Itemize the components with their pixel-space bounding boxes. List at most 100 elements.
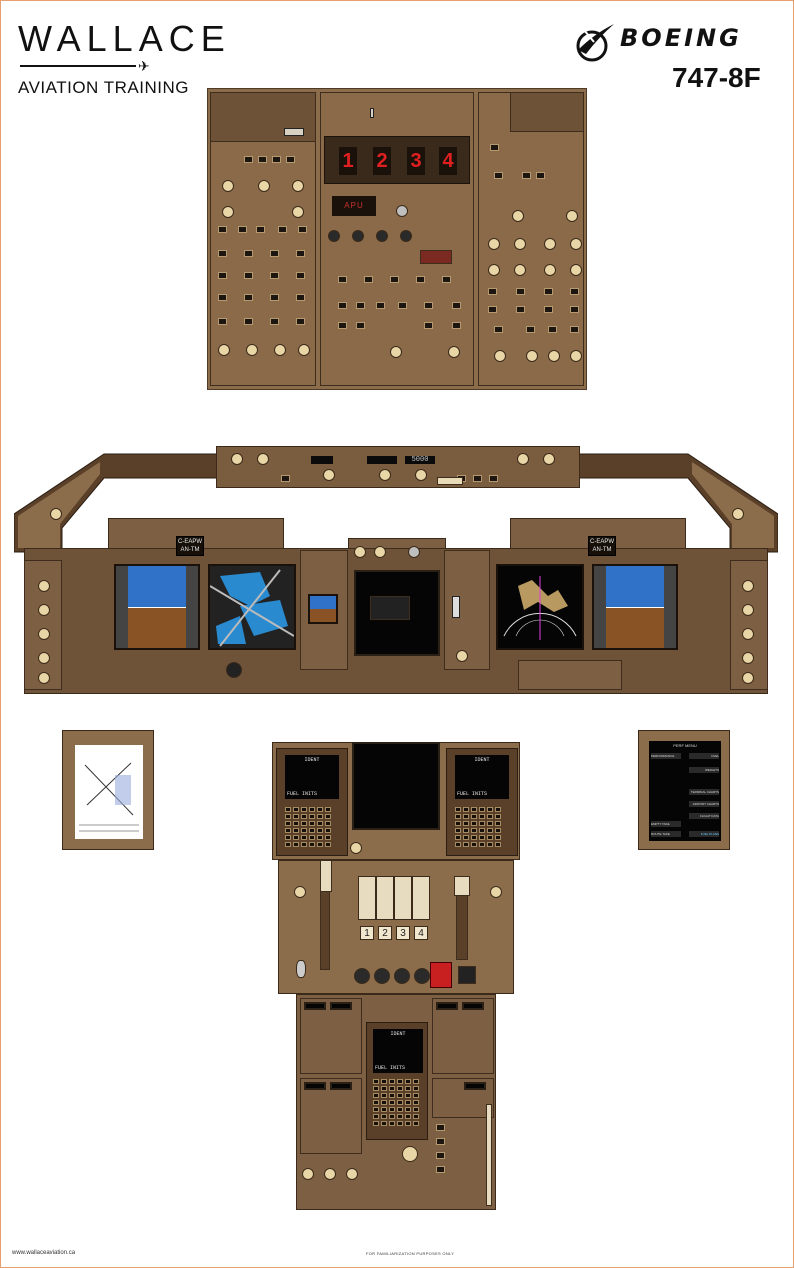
overhead-pushbutton[interactable] (238, 226, 247, 233)
overhead-pushbutton[interactable] (424, 302, 433, 309)
side-panel-knob[interactable] (38, 652, 50, 664)
thrust-lever-4[interactable] (412, 876, 430, 920)
overhead-knob[interactable] (514, 238, 526, 250)
overhead-knob[interactable] (544, 238, 556, 250)
efis-knob[interactable] (517, 453, 529, 465)
efb-menu-item[interactable]: AIRPORT CHARTS (689, 801, 719, 807)
side-panel-knob[interactable] (742, 604, 754, 616)
thrust-lever-3[interactable] (394, 876, 412, 920)
side-panel-knob[interactable] (38, 628, 50, 640)
overhead-pushbutton[interactable] (338, 302, 347, 309)
parking-brake-handle[interactable] (296, 960, 306, 978)
overhead-pushbutton[interactable] (452, 302, 461, 309)
mcp-altitude-knob[interactable] (415, 469, 427, 481)
side-panel-knob[interactable] (742, 628, 754, 640)
overhead-pushbutton[interactable] (570, 288, 579, 295)
overhead-pushbutton[interactable] (338, 276, 347, 283)
engine-3-fire-handle[interactable]: 3 (407, 147, 425, 175)
pedestal-knob[interactable] (302, 1168, 314, 1180)
overhead-pushbutton[interactable] (278, 226, 287, 233)
overhead-pushbutton[interactable] (244, 272, 253, 279)
engine-1-fire-handle[interactable]: 1 (339, 147, 357, 175)
overhead-pushbutton[interactable] (570, 326, 579, 333)
mcp-button[interactable] (281, 475, 290, 482)
overhead-pushbutton[interactable] (244, 250, 253, 257)
overhead-pushbutton[interactable] (270, 250, 279, 257)
efb-menu-item[interactable]: EMPTY TAKE (651, 821, 681, 827)
overhead-rotary-knob[interactable] (328, 230, 340, 242)
center-panel-knob[interactable] (374, 546, 386, 558)
overhead-pushbutton[interactable] (244, 156, 253, 163)
speedbrake-lever[interactable] (320, 860, 332, 892)
overhead-pushbutton[interactable] (356, 322, 365, 329)
overhead-rotary-knob[interactable] (352, 230, 364, 242)
overhead-knob[interactable] (544, 264, 556, 276)
side-panel-knob[interactable] (38, 672, 50, 684)
center-panel-knob[interactable] (408, 546, 420, 558)
overhead-pushbutton[interactable] (296, 272, 305, 279)
pedestal-knob[interactable] (346, 1168, 358, 1180)
fuel-control-switch[interactable] (374, 968, 390, 984)
overhead-pushbutton[interactable] (526, 326, 535, 333)
glareshield-side-knob[interactable] (732, 508, 744, 520)
overhead-pushbutton[interactable] (452, 322, 461, 329)
side-panel-knob[interactable] (742, 672, 754, 684)
overhead-pushbutton[interactable] (376, 302, 385, 309)
overhead-pushbutton[interactable] (390, 276, 399, 283)
overhead-pushbutton[interactable] (218, 272, 227, 279)
rudder-trim-knob[interactable] (402, 1146, 418, 1162)
gear-lever[interactable] (452, 596, 460, 618)
efis-knob[interactable] (543, 453, 555, 465)
overhead-pushbutton[interactable] (516, 288, 525, 295)
overhead-knob[interactable] (274, 344, 286, 356)
overhead-knob[interactable] (570, 238, 582, 250)
glareshield-side-knob[interactable] (50, 508, 62, 520)
mcp-speed-knob[interactable] (323, 469, 335, 481)
side-panel-knob[interactable] (38, 604, 50, 616)
stab-cutout-switch-2[interactable] (458, 966, 476, 984)
mcp-heading-knob[interactable] (379, 469, 391, 481)
autobrake-knob[interactable] (456, 650, 468, 662)
overhead-pushbutton[interactable] (338, 322, 347, 329)
overhead-pushbutton[interactable] (218, 294, 227, 301)
overhead-pushbutton[interactable] (270, 318, 279, 325)
mcp-button[interactable] (489, 475, 498, 482)
overhead-pushbutton[interactable] (296, 250, 305, 257)
overhead-toggle-switch[interactable] (284, 128, 304, 136)
stab-cutout-switch[interactable] (430, 962, 452, 988)
flap-lever[interactable] (454, 876, 470, 896)
overhead-pushbutton[interactable] (270, 272, 279, 279)
overhead-rotary-knob[interactable] (376, 230, 388, 242)
efis-knob[interactable] (257, 453, 269, 465)
overhead-knob[interactable] (514, 264, 526, 276)
efb-menu-item[interactable]: FUEL PLANS (689, 831, 719, 837)
efb-menu-item[interactable]: WEIGHTS (689, 767, 719, 773)
pedestal-knob[interactable] (324, 1168, 336, 1180)
efb-menu-item[interactable]: FUEL (689, 753, 719, 759)
overhead-pushbutton[interactable] (286, 156, 295, 163)
overhead-pushbutton[interactable] (272, 156, 281, 163)
overhead-knob[interactable] (548, 350, 560, 362)
overhead-knob[interactable] (298, 344, 310, 356)
apu-fire-handle[interactable]: APU (332, 196, 376, 216)
pedestal-side-knob[interactable] (490, 886, 502, 898)
overhead-pushbutton[interactable] (494, 172, 503, 179)
pedestal-button[interactable] (436, 1166, 445, 1173)
overhead-pushbutton[interactable] (244, 318, 253, 325)
overhead-test-knob[interactable] (396, 205, 408, 217)
overhead-pushbutton[interactable] (442, 276, 451, 283)
overhead-knob[interactable] (448, 346, 460, 358)
side-panel-knob[interactable] (742, 652, 754, 664)
overhead-pushbutton[interactable] (356, 302, 365, 309)
overhead-knob[interactable] (488, 264, 500, 276)
side-panel-knob[interactable] (742, 580, 754, 592)
overhead-knob[interactable] (488, 238, 500, 250)
overhead-knob[interactable] (292, 180, 304, 192)
pedestal-button[interactable] (436, 1124, 445, 1131)
overhead-knob[interactable] (222, 180, 234, 192)
overhead-pushbutton[interactable] (522, 172, 531, 179)
overhead-pushbutton[interactable] (488, 306, 497, 313)
efb-menu-item[interactable]: ROUTE TAKE (651, 831, 681, 837)
overhead-knob[interactable] (566, 210, 578, 222)
thrust-lever-2[interactable] (376, 876, 394, 920)
